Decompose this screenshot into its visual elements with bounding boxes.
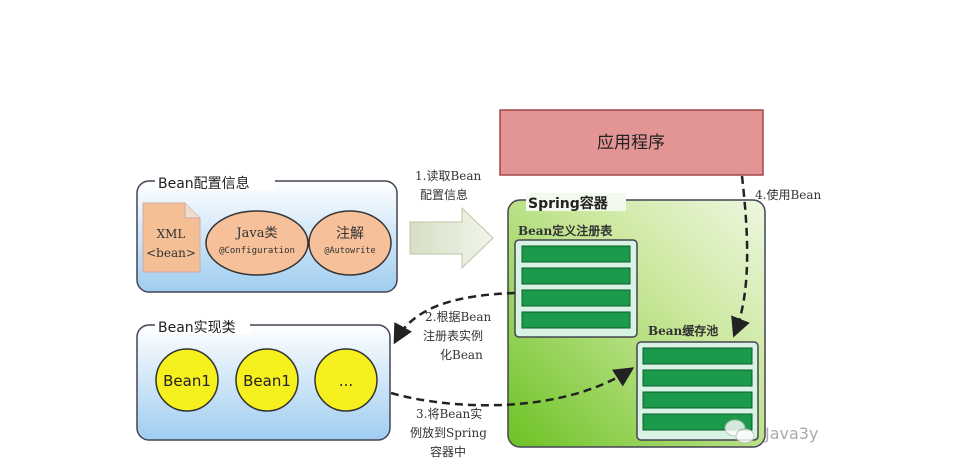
step3-line2: 例放到Spring (410, 425, 487, 440)
spring-container: Spring容器 Bean定义注册表 Bean缓存池 (507, 193, 766, 448)
xml-bean-label: <bean> (146, 246, 196, 260)
pool-entry (642, 391, 753, 409)
annotation-label: 注解 (336, 226, 364, 242)
bean-circle (314, 348, 378, 412)
step4-label: 4.使用Bean (755, 187, 822, 202)
xml-document-icon (142, 202, 201, 273)
step2-line1: 2.根据Bean (425, 310, 492, 324)
application-label: 应用程序 (597, 133, 665, 153)
pool-entry (642, 347, 753, 365)
bean-circle (155, 348, 219, 412)
watermark: Java3y (764, 424, 818, 443)
configuration-label: @Configuration (219, 246, 295, 256)
step2-line2: 注册表实例 (423, 328, 483, 343)
use-bean-arrow (731, 175, 750, 338)
bean-label: Bean1 (243, 372, 291, 390)
bean-circle (235, 348, 299, 412)
registry-entry (521, 311, 631, 329)
registry-label: Bean定义注册表 (518, 223, 613, 238)
bean-impl-title: Bean实现类 (158, 320, 236, 336)
application-box: 应用程序 (499, 109, 764, 176)
bean-definition-registry (514, 239, 638, 338)
step3-line1: 3.将Bean实 (416, 406, 482, 421)
step3-line3: 容器中 (430, 444, 466, 459)
registry-entry (521, 245, 631, 263)
put-into-container-arrow (390, 367, 635, 407)
java-class-label: Java类 (234, 226, 277, 241)
registry-entry (521, 267, 631, 285)
bean-label: ... (339, 372, 353, 390)
bean-cache-pool (636, 341, 759, 441)
bean-config-box: Bean配置信息 XML <bean> Java类 @Configuration… (136, 174, 398, 293)
spring-container-label: Spring容器 (528, 195, 609, 212)
pool-label: Bean缓存池 (648, 323, 718, 338)
bean-impl-box: Bean实现类 Bean1 Bean1 ... (136, 318, 391, 441)
step2-line3: 化Bean (440, 348, 483, 362)
pool-entry (642, 369, 753, 387)
instantiate-arrow (393, 291, 516, 345)
annotation-ellipse (308, 210, 392, 276)
step1-line1: 1.读取Bean (415, 169, 482, 183)
autowrite-label: @Autowrite (324, 246, 375, 256)
java-class-ellipse (205, 210, 309, 276)
read-config-arrow (409, 206, 494, 270)
wechat-icon (724, 419, 755, 444)
step1-line2: 配置信息 (420, 187, 468, 202)
registry-entry (521, 289, 631, 307)
bean-label: Bean1 (163, 372, 211, 390)
xml-label: XML (157, 227, 186, 241)
pool-entry (642, 413, 753, 431)
bean-config-title: Bean配置信息 (158, 175, 250, 192)
